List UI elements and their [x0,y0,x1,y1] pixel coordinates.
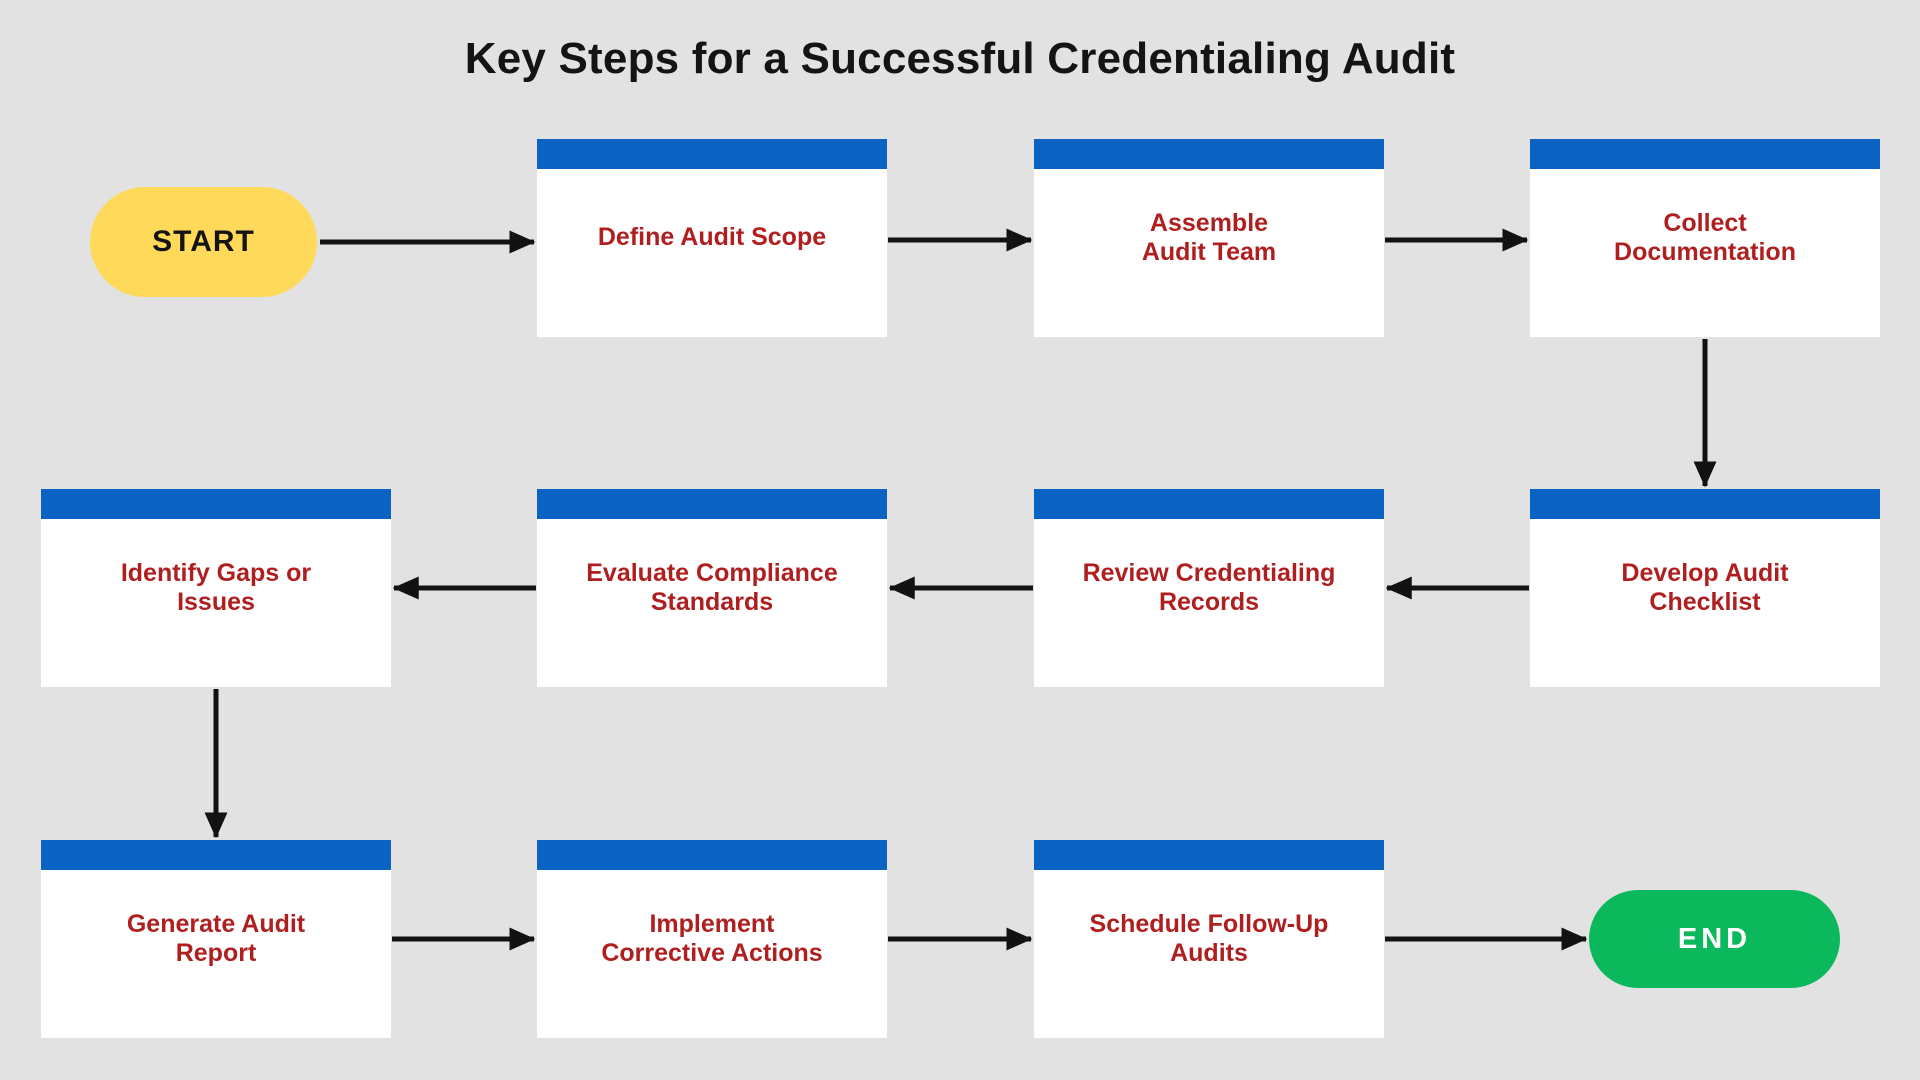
step-label: Develop Audit Checklist [1621,558,1789,617]
step-box-develop-audit-checklist: Develop Audit Checklist [1530,489,1880,687]
step-box-assemble-audit-team: Assemble Audit Team [1034,139,1384,337]
end-node: END [1589,890,1840,988]
step-label: Define Audit Scope [597,223,827,252]
step-box-define-audit-scope: Define Audit Scope [537,139,887,337]
step-box-review-credentialing-records: Review Credentialing Records [1034,489,1384,687]
step-box-implement-corrective-actions: Implement Corrective Actions [537,840,887,1038]
step-label: Review Credentialing Records [1082,558,1336,617]
step-label: Implement Corrective Actions [601,909,823,968]
box-header-bar [1530,139,1880,169]
step-label: Assemble Audit Team [1141,208,1277,267]
box-header-bar [537,840,887,870]
box-header-bar [1034,840,1384,870]
step-box-generate-audit-report: Generate Audit Report [41,840,391,1038]
box-header-bar [1034,489,1384,519]
box-header-bar [1530,489,1880,519]
start-node: START [90,187,317,297]
start-label: START [152,225,255,258]
end-label: END [1677,922,1752,955]
step-label: Schedule Follow-Up Audits [1089,909,1329,968]
box-header-bar [537,139,887,169]
step-box-identify-gaps-or-issues: Identify Gaps or Issues [41,489,391,687]
step-label: Identify Gaps or Issues [120,558,312,617]
step-label: Evaluate Compliance Standards [586,558,838,617]
step-box-schedule-follow-up-audits: Schedule Follow-Up Audits [1034,840,1384,1038]
step-box-evaluate-compliance-standards: Evaluate Compliance Standards [537,489,887,687]
step-box-collect-documentation: Collect Documentation [1530,139,1880,337]
step-label: Collect Documentation [1614,208,1796,267]
box-header-bar [41,489,391,519]
step-label: Generate Audit Report [126,909,306,968]
box-header-bar [537,489,887,519]
box-header-bar [41,840,391,870]
diagram-title: Key Steps for a Successful Credentialing… [464,34,1456,83]
box-header-bar [1034,139,1384,169]
